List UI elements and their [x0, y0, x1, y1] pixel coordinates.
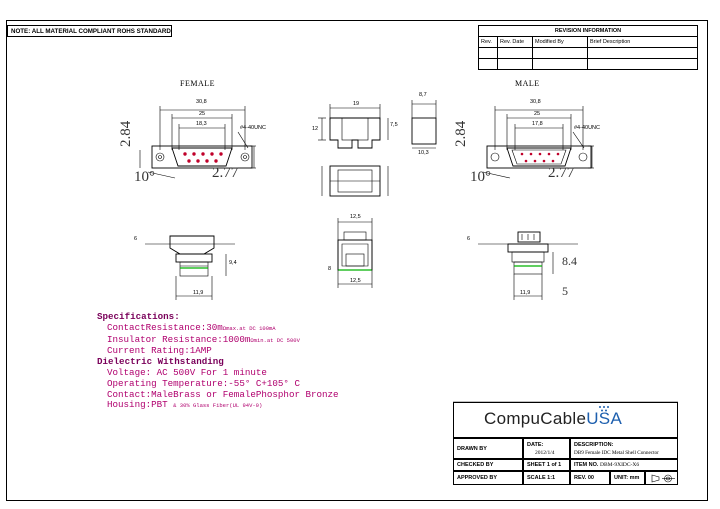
male-view-label: MALE: [515, 79, 540, 88]
dim-female-18-3: 18,3: [196, 121, 207, 127]
middle-side-view: [337, 218, 373, 288]
item-no-cell: ITEM NO. DBM-9XIDC-X6: [570, 459, 678, 471]
rohs-note: NOTE: ALL MATERIAL COMPLIANT ROHS STANDA…: [7, 25, 172, 37]
spec-housing: Housing:PBT & 30% Glass Fiber(UL 94V-0): [107, 399, 263, 411]
checked-by-cell: CHECKED BY: [453, 459, 523, 471]
dim-cover-7-5: 7,5: [390, 122, 398, 128]
dim-middle-8: 8: [328, 266, 332, 272]
dim-middle-12-5-bottom: 12,5: [350, 278, 361, 284]
projection-icon: [651, 474, 675, 483]
dim-male-2-84: 2.84: [453, 120, 469, 147]
dim-female-2-77: 2.77: [212, 165, 239, 181]
spec-current-rating: Current Rating:1AMP: [107, 345, 212, 357]
spec-insulator-resistance: Insulator Resistance:1000mΩmin.at DC 500…: [107, 333, 300, 345]
dim-female-2-84: 2.84: [118, 120, 134, 147]
spec-contact-resistance: ContactResistance:30mΩmax.at DC 100mA: [107, 321, 276, 333]
spec-contact-material: Contact:MaleBrass or FemalePhosphor Bron…: [107, 388, 339, 400]
dim-male-17-8: 17,8: [532, 121, 543, 127]
male-front-view: [482, 106, 594, 179]
dim-male-8-4: 8.4: [562, 254, 577, 268]
date-cell: DATE:2012/1/4: [523, 438, 570, 459]
cover-views: [318, 100, 437, 197]
female-front-view: [139, 106, 256, 179]
spec-heading: Specifications:: [97, 311, 180, 322]
scale-cell: SCALE 1:1: [523, 471, 570, 485]
female-side-view: [145, 235, 235, 300]
dim-cover-8-7: 8,7: [419, 92, 427, 98]
projection-symbol-cell: [645, 471, 678, 485]
dim-male-width: 30,8: [530, 99, 541, 105]
dim-female-9-4: 9,4: [229, 260, 237, 266]
drawing-frame: [6, 20, 708, 501]
logo-area: [453, 402, 678, 438]
revision-table: REVISION INFORMATION Rev. Rev. Date Modi…: [478, 25, 698, 70]
description-cell: DESCRIPTION:DB9 Female IDC Metal Shell C…: [570, 438, 678, 459]
dim-cover-10-3: 10,3: [418, 150, 429, 156]
dim-female-11-9: 11,9: [193, 290, 204, 296]
dim-male-6: 6: [467, 236, 471, 242]
dim-female-6: 6: [134, 236, 138, 242]
dim-female-25: 25: [199, 111, 206, 117]
unit-cell: UNIT: mm: [610, 471, 645, 485]
male-side-view: [478, 231, 578, 300]
rev-cell: REV. 00: [570, 471, 610, 485]
dim-male-11-9: 11,9: [520, 290, 531, 296]
dim-female-width: 30,8: [196, 99, 207, 105]
spec-operating-temp: Operating Temperature:-55° C+105° C: [107, 377, 300, 389]
dim-male-2-77: 2.77: [548, 165, 575, 181]
female-view-label: FEMALE: [180, 79, 215, 88]
spec-voltage: Voltage: AC 500V For 1 minute: [107, 366, 267, 378]
dim-male-angle: 10°: [470, 169, 491, 185]
dim-male-thread: #4-40UNC: [574, 125, 600, 131]
approved-by-cell: APPROVED BY: [453, 471, 523, 485]
spec-dielectric-heading: Dielectric Withstanding: [97, 356, 224, 368]
dim-male-25: 25: [534, 111, 541, 117]
drawn-by-cell: DRAWN BY: [453, 438, 523, 459]
dim-female-angle: 10°: [134, 169, 155, 185]
dim-male-5: 5: [562, 284, 568, 298]
logo-dots-icon: [599, 406, 609, 412]
company-logo: CompuCableUSA: [484, 409, 623, 428]
dim-cover-12: 12: [312, 126, 319, 132]
sheet-cell: SHEET 1 of 1: [523, 459, 570, 471]
dim-middle-12-5-top: 12,5: [350, 214, 361, 220]
specifications-block: Specifications: ContactResistance:30mΩma…: [97, 311, 339, 412]
dim-cover-19: 19: [353, 101, 360, 107]
dim-female-thread: #4-40UNC: [240, 125, 266, 131]
